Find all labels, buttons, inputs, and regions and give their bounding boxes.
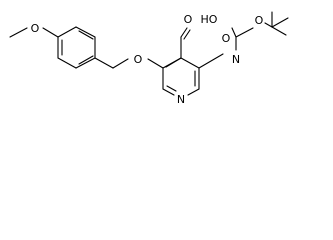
bond (166, 85, 177, 92)
bond (42, 27, 59, 38)
bond (78, 55, 94, 65)
benzene-ring (57, 26, 96, 69)
bond (271, 26, 287, 36)
ether-oxygen-label: O (134, 53, 143, 66)
bond (235, 27, 254, 38)
bond (94, 57, 114, 69)
bond (180, 27, 188, 38)
bond (187, 88, 200, 96)
carbamate-hydroxyl-label: HO (201, 13, 218, 26)
bond (147, 58, 164, 69)
chemical-structure-drawing: O O O HO O O N N (9, 11, 289, 106)
benzyl-ether-linker (94, 57, 164, 69)
carbamate-group (198, 11, 289, 69)
aldehyde-oxygen-label: O (184, 13, 193, 26)
carbonyl-oxygen-label: O (222, 32, 231, 45)
bond (75, 26, 96, 38)
bond (78, 30, 94, 40)
carbamate-oxygen-label: O (255, 14, 264, 27)
bond (165, 57, 182, 68)
bond (264, 22, 273, 28)
bond (75, 57, 96, 69)
bond (183, 29, 191, 40)
bond (180, 57, 200, 69)
bond (112, 58, 129, 69)
bond (9, 27, 28, 38)
methoxy-group (9, 27, 59, 38)
methoxy-oxygen-label: O (31, 22, 40, 35)
bond (57, 57, 77, 69)
bond (57, 26, 77, 38)
bond (231, 27, 237, 38)
bond (162, 88, 175, 96)
bond (271, 17, 289, 28)
pyridine-nitrogen-label: N (177, 93, 185, 106)
pyridine-ring (162, 57, 200, 96)
bond (198, 53, 224, 69)
aldehyde-group (180, 27, 191, 59)
amide-nitrogen-label: N (232, 53, 240, 66)
